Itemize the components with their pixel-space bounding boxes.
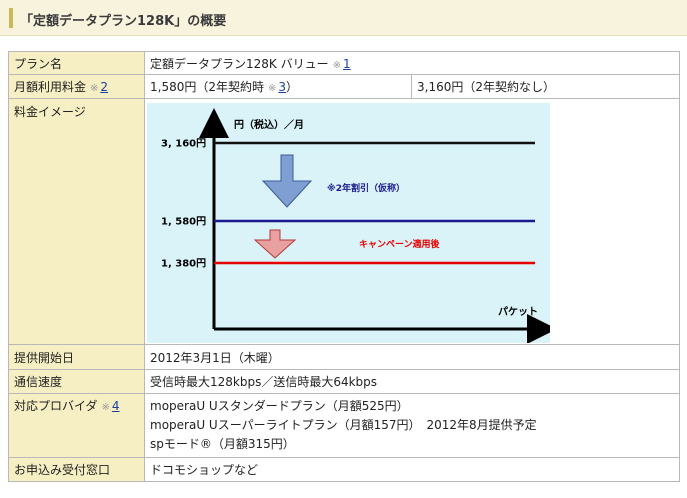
- price-chart: 円（税込）／月 パケット 3, 160円 1, 580円 1, 380円 ※2年割引…: [161, 108, 557, 344]
- plan-overview-table: プラン名 定額データプラン128K バリュー※1 月額利用料金※2 1,580円…: [8, 51, 680, 482]
- value-providers: moperaU Uスタンダードプラン（月額525円） moperaU Uスーパー…: [144, 393, 680, 458]
- label-plan-name: プラン名: [8, 51, 145, 75]
- provider-item: moperaU Uスタンダードプラン（月額525円）: [150, 399, 409, 413]
- row-speed: 通信速度 受信時最大128kbps／送信時最大64kbps: [8, 369, 680, 394]
- label-providers: 対応プロバイダ※4: [8, 393, 145, 458]
- row-start-date: 提供開始日 2012年3月1日（木曜）: [8, 344, 680, 370]
- value-fee-2year: 1,580円（2年契約時 ※3）: [144, 74, 412, 99]
- section-title-bar: 「定額データプラン128K」の概要: [0, 0, 687, 36]
- row-price-image: 料金イメージ 円（税込）／月 パケット 3, 160円 1, 580円 1, 380…: [8, 98, 680, 345]
- label-monthly-fee: 月額利用料金※2: [8, 74, 145, 99]
- note-link-2[interactable]: 2: [100, 80, 109, 94]
- price-level-label-2: 1, 380円: [161, 258, 206, 270]
- fee-2year-close: ）: [286, 80, 299, 94]
- price-level-label-0: 3, 160円: [161, 138, 206, 150]
- x-axis-label: パケット: [498, 306, 538, 318]
- value-start-date: 2012年3月1日（木曜）: [144, 344, 680, 370]
- note-mark: ※: [90, 83, 99, 94]
- price-chart-panel: 円（税込）／月 パケット 3, 160円 1, 580円 1, 380円 ※2年割引…: [147, 103, 557, 344]
- row-plan-name: プラン名 定額データプラン128K バリュー※1: [8, 51, 680, 75]
- note-mark: ※: [268, 83, 277, 94]
- plan-name-text: 定額データプラン128K バリュー: [150, 56, 329, 71]
- section-title: 「定額データプラン128K」の概要: [20, 14, 227, 29]
- providers-label: 対応プロバイダ: [14, 399, 98, 413]
- fee-2year-text: 1,580円（2年契約時: [150, 80, 264, 94]
- note-link-4[interactable]: 4: [111, 399, 120, 413]
- label-application-window: お申込み受付窓口: [8, 457, 145, 482]
- discount-arrow-icon: [261, 154, 313, 208]
- price-image-cell: 円（税込）／月 パケット 3, 160円 1, 580円 1, 380円 ※2年割引…: [144, 98, 680, 345]
- discount-annotation: ※2年割引（仮称）: [327, 182, 405, 194]
- provider-item: spモード®（月額315円）: [150, 437, 295, 451]
- title-accent: [9, 8, 13, 28]
- provider-item: moperaU Uスーパーライトプラン（月額157円） 2012年8月提供予定: [150, 418, 537, 432]
- note-link-1[interactable]: 1: [342, 56, 351, 71]
- value-application-window: ドコモショップなど: [144, 457, 680, 482]
- value-plan-name: 定額データプラン128K バリュー※1: [144, 51, 680, 75]
- price-level-label-1: 1, 580円: [161, 216, 206, 228]
- label-speed: 通信速度: [8, 369, 145, 394]
- row-monthly-fee: 月額利用料金※2 1,580円（2年契約時※3） 3,160円（2年契約なし）: [8, 74, 680, 99]
- campaign-arrow-icon: [253, 229, 297, 259]
- monthly-fee-label: 月額利用料金: [14, 80, 87, 94]
- campaign-annotation: キャンペーン適用後: [359, 238, 441, 250]
- label-start-date: 提供開始日: [8, 344, 145, 370]
- note-mark: ※: [101, 402, 110, 413]
- row-application-window: お申込み受付窓口 ドコモショップなど: [8, 457, 680, 482]
- y-axis-label: 円（税込）／月: [234, 118, 304, 131]
- note-link-3[interactable]: 3: [278, 80, 287, 94]
- value-fee-no-contract: 3,160円（2年契約なし）: [411, 74, 680, 99]
- note-mark: ※: [332, 59, 341, 71]
- value-speed: 受信時最大128kbps／送信時最大64kbps: [144, 369, 680, 394]
- label-price-image: 料金イメージ: [8, 98, 145, 345]
- row-providers: 対応プロバイダ※4 moperaU Uスタンダードプラン（月額525円） mop…: [8, 393, 680, 458]
